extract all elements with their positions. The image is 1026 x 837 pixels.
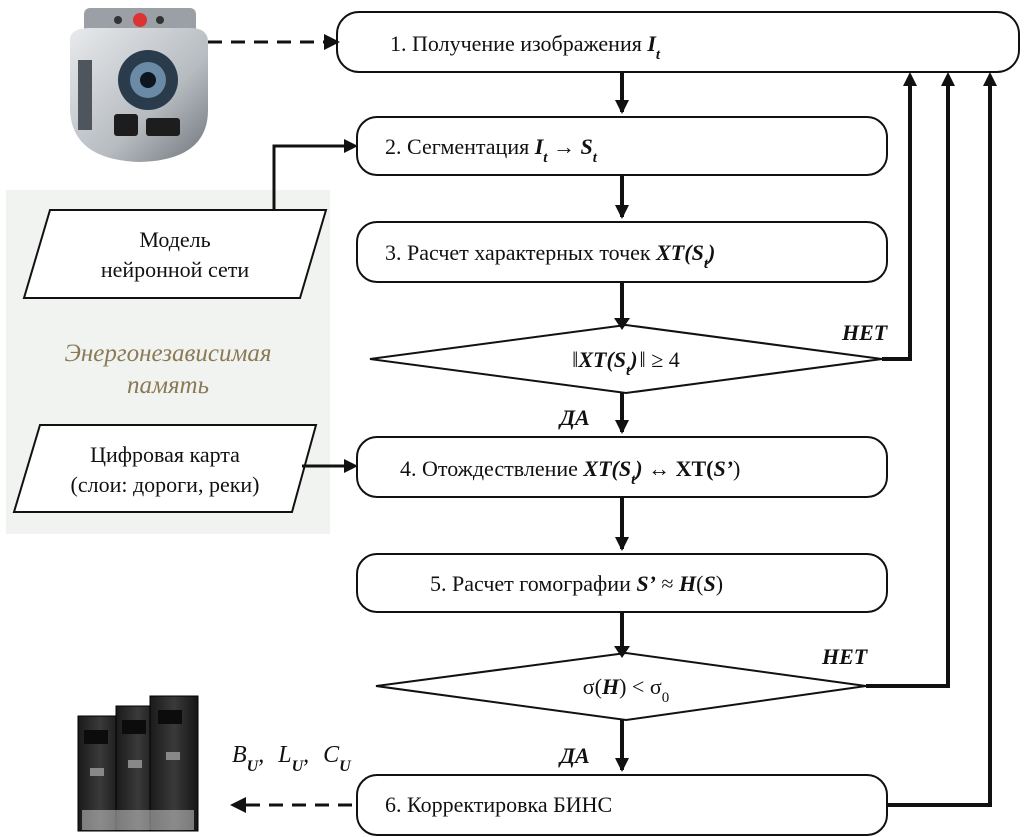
svg-text:σ(H) < σ0: σ(H) < σ0 [583, 674, 669, 706]
decision-1-diamond: ‖XT(St)‖ ≥ 4 [369, 323, 883, 395]
step-3-box: 3. Расчет характерных точек XT(St) [356, 221, 888, 283]
svg-text:(слои: дороги, реки): (слои: дороги, реки) [71, 472, 260, 497]
input-neural-model: Модель нейронной сети [22, 209, 328, 299]
input-arrows [272, 144, 348, 468]
input-arrowheads [344, 139, 358, 473]
dashed-arrowheads [230, 34, 340, 813]
svg-text:Цифровая карта: Цифровая карта [90, 442, 240, 467]
svg-text:нейронной сети: нейронной сети [101, 257, 250, 282]
memory-label-line2: память [127, 372, 209, 399]
branch-no-2: НЕТ [821, 644, 869, 669]
dashed-arrows [208, 40, 352, 807]
svg-text:4. Отождествление XT(St) ↔ XT(: 4. Отождествление XT(St) ↔ XT(S’) [400, 456, 740, 488]
svg-text:Модель: Модель [139, 227, 210, 252]
feedback-arrowheads [903, 72, 997, 86]
svg-text:1. Получение изображения It: 1. Получение изображения It [390, 31, 661, 63]
flow-arrowheads [614, 318, 630, 658]
branch-yes-1: ДА [558, 405, 590, 430]
step-4-box: 4. Отождествление XT(St) ↔ XT(S’) [356, 436, 888, 498]
decision-2-diamond: σ(H) < σ0 [375, 651, 867, 722]
step-6-box: 6. Корректировка БИНС [356, 774, 888, 836]
branch-no-1: НЕТ [841, 320, 889, 345]
svg-text:3. Расчет характерных точек XT: 3. Расчет характерных точек XT(St) [385, 240, 715, 272]
svg-text:6. Корректировка БИНС: 6. Корректировка БИНС [385, 792, 612, 817]
step-1-box: 1. Получение изображения It [336, 11, 1020, 73]
output-coordinates: BU, LU, CU [232, 742, 352, 775]
ins-unit-icon [77, 695, 199, 832]
svg-text:BU, LU, CU: BU, LU, CU [232, 742, 352, 775]
feedback-lines [866, 80, 992, 807]
gimbal-camera-icon [70, 8, 208, 162]
step-2-box: 2. Сегментация It → St [356, 116, 888, 176]
memory-label-line1: Энергонезависимая [64, 340, 271, 367]
step-5-box: 5. Расчет гомографии S’ ≈ H(S) [356, 553, 888, 613]
input-digital-map: Цифровая карта (слои: дороги, реки) [12, 424, 318, 513]
svg-text:‖XT(St)‖ ≥ 4: ‖XT(St)‖ ≥ 4 [572, 347, 680, 379]
svg-text:5. Расчет гомографии S’ ≈ H(S): 5. Расчет гомографии S’ ≈ H(S) [430, 571, 723, 596]
branch-yes-2: ДА [558, 743, 590, 768]
svg-text:2. Сегментация It → St: 2. Сегментация It → St [385, 134, 598, 166]
